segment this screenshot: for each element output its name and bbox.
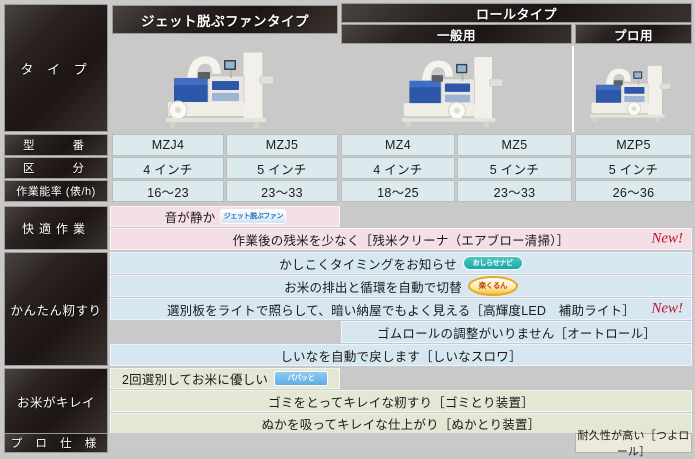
spec-value-category-mz5: 5 インチ	[457, 157, 572, 179]
spec-value-model-mz4: MZ4	[341, 134, 455, 156]
feature-row-double-sorting: 2回選別してお米に優しい パパッと	[110, 368, 340, 389]
new-badge-led-light: New!	[651, 300, 683, 317]
spec-value-model-mzj5: MZJ5	[226, 134, 338, 156]
feature-row-dust-remover: ゴミをとってキレイな籾すり［ゴミとり装置］	[110, 390, 692, 412]
feature-text-led-light: 選別板をライトで照らして、暗い納屋でもよく見える［高輝度LED 補助ライト］	[166, 303, 636, 318]
spec-value-model-mz5: MZ5	[457, 134, 572, 156]
feature-row-led-light: 選別板をライトで照らして、暗い納屋でもよく見える［高輝度LED 補助ライト］ N…	[110, 298, 692, 320]
section-label-comfort: 快適作業	[4, 206, 108, 250]
spec-value-model-mzp5: MZP5	[575, 134, 692, 156]
section-label-easy-hulling: かんたん籾すり	[4, 252, 108, 366]
feature-text-quiet: 音が静か	[164, 211, 216, 225]
machine-illustration-roll-pro	[589, 64, 671, 123]
product-photo-mz	[341, 46, 572, 132]
papatto-badge-icon: パパッと	[274, 371, 329, 386]
feature-text-bran-remover: ぬかを吸ってキレイな仕上がり［ぬかとり装置］	[261, 418, 541, 432]
feature-text-double-sorting: 2回選別してお米に優しい	[121, 373, 269, 387]
machine-illustration-jet	[166, 51, 275, 128]
feature-row-auto-switch: お米の排出と循環を自動で切替 楽くるん	[110, 275, 692, 297]
spec-label-capacity: 作業能率 (俵/h)	[4, 180, 108, 202]
subgroup-header-general: 一般用	[341, 24, 572, 44]
spec-value-capacity-mz5: 23〜33	[457, 180, 572, 202]
feature-text-dust-remover: ゴミをとってキレイな籾すり［ゴミとり装置］	[268, 395, 534, 410]
feature-text-shiina-thrower: しいなを自動で戻します［しいなスロワ］	[280, 349, 522, 364]
feature-row-shiina-thrower: しいなを自動で戻します［しいなスロワ］	[110, 344, 692, 366]
rakukurun-badge-icon: 楽くるん	[467, 276, 518, 296]
feature-row-auto-roll: ゴムロールの調整がいりません［オートロール］	[341, 321, 692, 343]
spec-label-model: 型 番	[4, 134, 108, 156]
spec-value-category-mzp5: 5 インチ	[575, 157, 692, 179]
feature-text-tough-roll: 耐久性が高い［つよロール］	[577, 430, 690, 458]
group-header-jet-type: ジェット脱ぷファンタイプ	[112, 5, 338, 34]
new-badge-residual-cleaner: New!	[651, 230, 683, 247]
feature-row-tough-roll: 耐久性が高い［つよロール］	[575, 430, 692, 458]
feature-text-timing-notice: かしこくタイミングをお知らせ	[279, 257, 457, 272]
spec-value-model-mzj4: MZJ4	[112, 134, 224, 156]
feature-row-pro-spec-spacer	[110, 433, 692, 453]
product-photo-mzp	[575, 46, 692, 132]
spec-value-category-mz4: 4 インチ	[341, 157, 455, 179]
feature-row-residual-rice-cleaner: 作業後の残米を少なく［残米クリーナ（エアブロー清掃）］ New!	[110, 228, 692, 250]
feature-text-auto-switch: お米の排出と循環を自動で切替	[284, 280, 462, 295]
feature-row-timing-notice: かしこくタイミングをお知らせ おしらせナビ	[110, 252, 692, 274]
jet-fan-badge-icon: ジェット脱ぷファン	[221, 210, 286, 223]
feature-row-quiet: 音が静か ジェット脱ぷファン	[110, 206, 340, 227]
spec-value-capacity-mz4: 18〜25	[341, 180, 455, 202]
spec-value-category-mzj4: 4 インチ	[112, 157, 224, 179]
section-label-pro-spec: プ ロ 仕 様	[4, 433, 108, 453]
spec-value-category-mzj5: 5 インチ	[226, 157, 338, 179]
row-header-type-label: タ イ プ	[4, 4, 108, 132]
photo-divider-pro	[572, 46, 574, 132]
section-label-clean-rice: お米がキレイ	[4, 368, 108, 434]
subgroup-header-pro: プロ用	[575, 24, 692, 44]
feature-text-auto-roll: ゴムロールの調整がいりません［オートロール］	[376, 326, 657, 341]
spec-value-capacity-mzp5: 26〜36	[575, 180, 692, 202]
product-photo-mzj	[112, 36, 338, 132]
oshirase-navi-badge-icon: おしらせナビ	[462, 256, 523, 270]
spec-value-capacity-mzj5: 23〜33	[226, 180, 338, 202]
group-header-roll-type: ロールタイプ	[341, 3, 692, 23]
spec-label-category: 区 分	[4, 157, 108, 179]
spec-value-capacity-mzj4: 16〜23	[112, 180, 224, 202]
feature-text-residual-rice-cleaner: 作業後の残米を少なく［残米クリーナ（エアブロー清掃）］	[232, 233, 570, 248]
machine-illustration-roll-general	[401, 56, 503, 128]
